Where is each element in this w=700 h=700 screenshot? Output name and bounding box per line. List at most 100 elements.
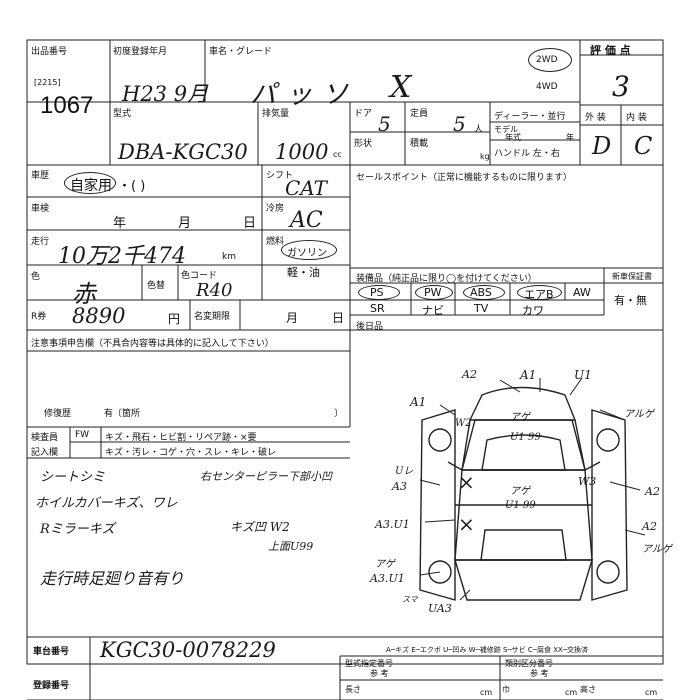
grade-value: X	[390, 70, 412, 105]
legend: A─キズ E─エクボ U─凹み W─補修跡 S─サビ C─腐食 XX─交換済	[386, 646, 589, 654]
shape-label: 形状	[354, 139, 373, 149]
chassis-value: KGC30-0078229	[100, 638, 276, 662]
mark-a1-left: A1	[410, 395, 427, 409]
equip-airbag: エアB	[524, 288, 554, 301]
mark-ageto3: アゲ	[375, 559, 395, 570]
repair-value: 有〔箇所	[104, 409, 141, 419]
door-value: 5	[378, 112, 391, 136]
mark-a2-lower-right: A2	[642, 520, 657, 533]
fuel-label: 燃料	[266, 237, 285, 247]
color-value: 赤	[72, 280, 96, 308]
name-change-label: 名変期限	[194, 312, 231, 322]
inspector-row1: キズ・飛石・ヒビ割・リペア跡・×要	[105, 433, 257, 443]
cm-3: cm	[645, 688, 658, 697]
color-code-value: R40	[196, 280, 233, 301]
equip-pw: PW	[424, 286, 442, 299]
ps-circle	[358, 285, 400, 300]
mark-a2-right: A2	[645, 485, 660, 498]
mark-a3u1b: A3.U1	[370, 572, 405, 585]
mark-ageto2: アゲ	[510, 486, 530, 497]
lot-sub: [2215]	[34, 78, 61, 87]
height-label: 高さ	[580, 685, 596, 694]
displacement-unit: cc	[333, 150, 342, 159]
length-label: 長さ	[345, 685, 361, 694]
first-reg-label: 初度登録年月	[113, 47, 168, 57]
fuel-gas: ガソリン	[287, 248, 327, 259]
mark-ua3: UA3	[428, 602, 452, 615]
name-change-month: 月	[286, 311, 299, 325]
type-label: 型式	[113, 109, 132, 119]
drive-circle	[528, 48, 572, 72]
recycle-label: R券	[31, 312, 47, 322]
equipment-label: 装備品（純正品に限り◯を付けてください）	[356, 274, 537, 284]
car-name-label: 車名・グレード	[209, 47, 273, 57]
sales-point-label: セールスポイント（正常に機能するものに限ります）	[356, 173, 573, 183]
interior-value: C	[634, 132, 653, 160]
type-value: DBA-KGC30	[118, 140, 248, 164]
mark-aruge-right2: アルゲ	[642, 544, 672, 555]
hw-line2: ホイルカバーキズ、ワレ	[35, 496, 178, 511]
model-label: モデル	[494, 125, 518, 134]
mark-ageto: アゲ	[510, 412, 530, 423]
lot-label: 出品番号	[31, 47, 68, 57]
mark-w3-right: W3	[578, 475, 597, 488]
recycle-value: 8890	[72, 304, 126, 328]
name-change-day: 日	[332, 311, 345, 325]
registration-no-label: 登録番号	[33, 681, 70, 691]
fuel-diesel: 軽・油	[287, 266, 320, 279]
dealer-label: ディーラー・並行	[494, 112, 566, 122]
capacity-unit: 人	[474, 125, 484, 135]
equip-aw: AW	[573, 286, 591, 299]
drive-2wd: 2WD	[536, 55, 558, 65]
color-label: 色	[31, 272, 41, 282]
ac-label: 冷房	[266, 204, 285, 214]
cm-1: cm	[480, 688, 493, 697]
hw-line4: 走行時足廻り音有り	[40, 569, 185, 588]
cm-2: cm	[565, 688, 578, 697]
mileage-value: 10万2千474	[58, 244, 186, 269]
hw-line3c: 上面U99	[268, 540, 314, 553]
score-value: 3	[612, 70, 630, 103]
interior-label: 内 装	[626, 113, 647, 123]
car-name-value: パッソ	[250, 80, 359, 110]
recycle-unit: 円	[168, 312, 181, 326]
ac-value: AC	[290, 208, 323, 233]
mark-aruge-right: アルゲ	[624, 409, 654, 420]
mark-u1-99: U1 99	[510, 432, 541, 443]
equip-abs: ABS	[470, 286, 492, 299]
shift-label: シフト	[266, 171, 294, 181]
classification-label: 類別区分番号	[505, 659, 553, 668]
handle-label: ハンドル 左・右	[494, 149, 560, 159]
reg-label: 車歴	[31, 171, 50, 181]
model-year-label: 年式	[505, 133, 521, 142]
ref-label: 参 考	[370, 669, 389, 678]
door-label: ドア	[354, 109, 373, 119]
fuel-circle	[281, 240, 337, 260]
pw-circle	[415, 285, 453, 300]
drive-4wd: 4WD	[536, 82, 558, 92]
exterior-label: 外 装	[585, 113, 606, 123]
displacement-label: 排気量	[262, 109, 290, 119]
equip-sr: SR	[370, 302, 385, 315]
hw-line1b: 右センターピラー下部小凹	[200, 470, 332, 483]
type-spec-label: 型式指定番号	[345, 659, 393, 668]
abs-circle	[463, 285, 505, 300]
mark-x2: ×	[458, 512, 475, 536]
mileage-unit: km	[222, 252, 236, 262]
lot-number: 1067	[40, 92, 94, 119]
mark-small: スマ	[402, 595, 418, 604]
car-diagram	[419, 386, 628, 601]
reg-circle	[64, 172, 116, 194]
mark-a3u1: A3.U1	[375, 518, 410, 531]
load-unit: kg	[480, 152, 490, 161]
inspector-row2: キズ・汚レ・コゲ・穴・スレ・キレ・破レ	[105, 448, 277, 458]
mark-u-left: Uレ	[395, 466, 414, 477]
chassis-label: 車台番号	[33, 647, 70, 657]
equip-ps: PS	[370, 286, 384, 299]
first-reg-value: H23 9月	[122, 82, 209, 106]
displacement-value: 1000	[275, 140, 329, 164]
reg-value: 自家用	[70, 178, 112, 194]
warranty-label: 新車保証書	[612, 272, 652, 281]
mark-a3-left: A3	[392, 480, 407, 493]
